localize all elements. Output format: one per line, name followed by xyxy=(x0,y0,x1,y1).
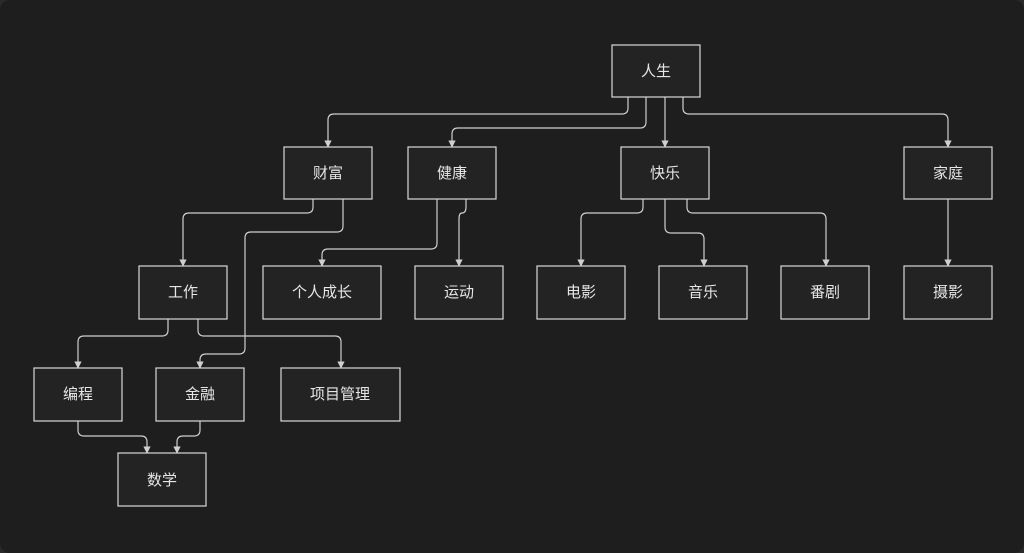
node-personal-growth[interactable]: 个人成长 xyxy=(262,265,382,320)
node-anime[interactable]: 番剧 xyxy=(780,265,870,320)
node-anime-label: 番剧 xyxy=(810,283,840,301)
node-photography[interactable]: 摄影 xyxy=(903,265,993,320)
node-health[interactable]: 健康 xyxy=(407,146,497,200)
node-life-label: 人生 xyxy=(641,62,671,80)
node-happiness[interactable]: 快乐 xyxy=(620,146,710,200)
node-programming[interactable]: 编程 xyxy=(33,367,123,422)
node-personal-growth-label: 个人成长 xyxy=(292,283,352,301)
node-photography-label: 摄影 xyxy=(933,283,963,301)
node-work-label: 工作 xyxy=(168,283,198,301)
node-happiness-label: 快乐 xyxy=(650,164,680,182)
node-project-management[interactable]: 项目管理 xyxy=(280,367,401,422)
node-programming-label: 编程 xyxy=(63,385,93,403)
node-music[interactable]: 音乐 xyxy=(658,265,748,320)
node-finance[interactable]: 金融 xyxy=(155,367,245,422)
node-family-label: 家庭 xyxy=(933,164,963,182)
edge-life-family xyxy=(682,97,952,148)
edge-happiness-anime xyxy=(686,199,830,267)
node-wealth[interactable]: 财富 xyxy=(283,146,373,200)
node-exercise-label: 运动 xyxy=(444,283,474,301)
edge-finance-math xyxy=(173,421,201,454)
node-life[interactable]: 人生 xyxy=(611,44,701,98)
node-family[interactable]: 家庭 xyxy=(903,146,993,200)
edge-health-growth xyxy=(318,199,438,267)
node-work[interactable]: 工作 xyxy=(138,265,228,320)
edge-health-exercise xyxy=(455,199,467,267)
node-math-label: 数学 xyxy=(147,471,177,489)
node-wealth-label: 财富 xyxy=(313,164,343,182)
edge-wealth-work xyxy=(179,199,314,267)
edge-life-wealth xyxy=(324,97,629,148)
node-music-label: 音乐 xyxy=(688,283,718,301)
edges xyxy=(74,97,952,454)
node-project-management-label: 项目管理 xyxy=(310,385,370,403)
node-health-label: 健康 xyxy=(437,164,467,182)
edge-happiness-music xyxy=(664,199,708,267)
node-finance-label: 金融 xyxy=(185,385,215,403)
edge-work-project-management xyxy=(197,319,345,369)
node-math[interactable]: 数学 xyxy=(117,452,207,507)
edge-wealth-finance xyxy=(196,199,344,369)
edge-programming-math xyxy=(77,421,151,454)
node-movies-label: 电影 xyxy=(566,283,596,301)
edge-life-health xyxy=(448,97,647,148)
edge-work-programming xyxy=(74,319,169,369)
node-movies[interactable]: 电影 xyxy=(536,265,626,320)
node-exercise[interactable]: 运动 xyxy=(414,265,504,320)
edge-happiness-movies xyxy=(577,199,644,267)
